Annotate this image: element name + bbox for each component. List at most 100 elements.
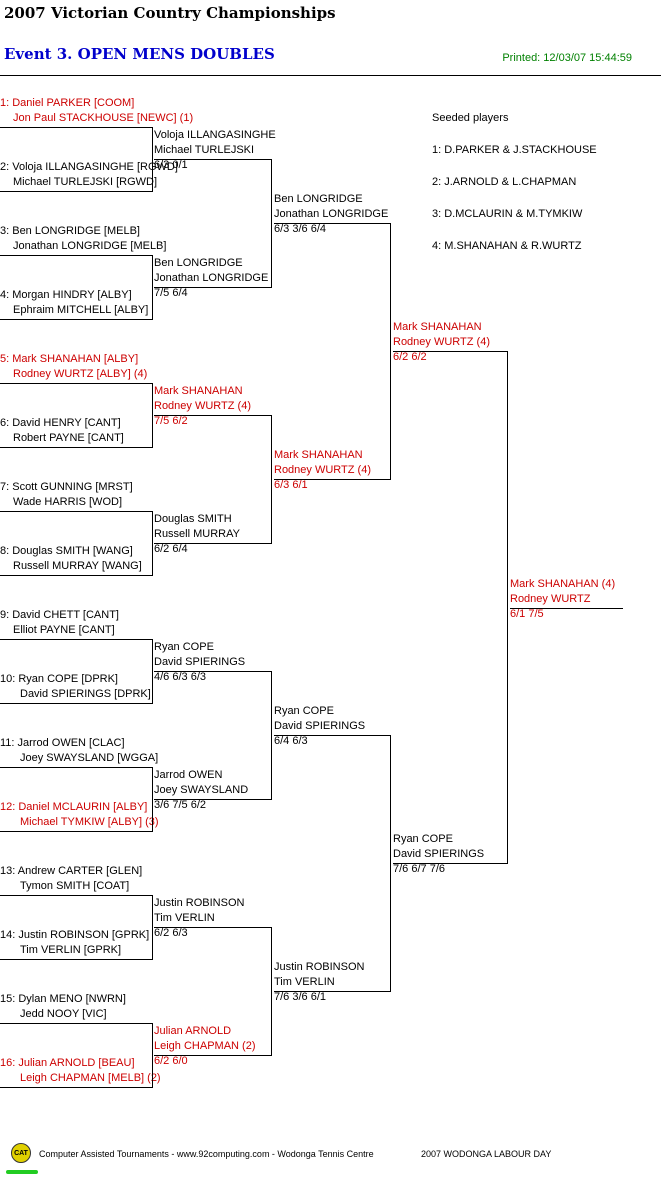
round2-entry: Ryan COPE: [154, 641, 214, 653]
logo-underline: [6, 1170, 38, 1174]
bracket-line: [154, 287, 271, 288]
round3-entry: David SPIERINGS: [274, 720, 366, 732]
bracket-connector: [152, 895, 153, 960]
cat-logo: CAT: [11, 1143, 31, 1163]
round2-score: 6/2 6/3: [154, 927, 188, 939]
round2-entry: Tim VERLIN: [154, 912, 215, 924]
bracket-connector: [152, 127, 153, 192]
round4-entry: Ryan COPE: [393, 833, 453, 845]
round1-entry: 7: Scott GUNNING [MRST]: [0, 481, 133, 493]
round2-score: 4/6 6/3 6/3: [154, 671, 206, 683]
bracket-line: [0, 319, 152, 320]
round1-entry: Ephraim MITCHELL [ALBY]: [13, 304, 149, 316]
round2-entry: Jarrod OWEN: [154, 769, 223, 781]
round1-entry: 4: Morgan HINDRY [ALBY]: [0, 289, 132, 301]
round2-entry: Douglas SMITH: [154, 513, 232, 525]
bracket-line: [274, 223, 390, 224]
footer-credit: Computer Assisted Tournaments - www.92co…: [39, 1149, 374, 1159]
round1-entry: Tymon SMITH [COAT]: [20, 880, 130, 892]
header-divider: [0, 75, 661, 76]
round1-entry: 3: Ben LONGRIDGE [MELB]: [0, 225, 140, 237]
round4-entry: David SPIERINGS: [393, 848, 485, 860]
bracket-line: [0, 639, 152, 640]
round4-entry: Rodney WURTZ (4): [393, 336, 490, 348]
bracket-connector: [152, 511, 153, 576]
bracket-connector: [152, 383, 153, 448]
round1-entry: Russell MURRAY [WANG]: [13, 560, 142, 572]
round1-entry: Michael TYMKIW [ALBY] (3): [20, 816, 159, 828]
bracket-connector: [271, 671, 272, 800]
round1-entry: 14: Justin ROBINSON [GPRK]: [0, 929, 150, 941]
seeded-item: 2: J.ARNOLD & L.CHAPMAN: [432, 176, 577, 188]
bracket-line: [154, 543, 271, 544]
bracket-connector: [271, 159, 272, 288]
bracket-line: [154, 415, 271, 416]
round2-entry: Ben LONGRIDGE: [154, 257, 243, 269]
round4-entry: Mark SHANAHAN: [393, 321, 482, 333]
seeded-heading: Seeded players: [432, 112, 509, 124]
bracket-connector: [507, 351, 508, 864]
round1-entry: Rodney WURTZ [ALBY] (4): [13, 368, 148, 380]
bracket-line: [0, 831, 152, 832]
bracket-line: [0, 767, 152, 768]
bracket-line: [0, 447, 152, 448]
round1-entry: Tim VERLIN [GPRK]: [20, 944, 122, 956]
round1-entry: 6: David HENRY [CANT]: [0, 417, 121, 429]
round2-score: 3/6 7/5 6/2: [154, 799, 206, 811]
bracket-line: [393, 863, 507, 864]
final-entry: Mark SHANAHAN (4): [510, 578, 616, 590]
round2-score: 6/2 6/0: [154, 1055, 188, 1067]
bracket-line: [0, 255, 152, 256]
round3-score: 7/6 3/6 6/1: [274, 991, 326, 1003]
round3-score: 6/3 3/6 6/4: [274, 223, 326, 235]
bracket-line: [393, 351, 507, 352]
round2-entry: Jonathan LONGRIDGE: [154, 272, 269, 284]
bracket-line: [274, 735, 390, 736]
bracket-line: [0, 511, 152, 512]
bracket-connector: [152, 767, 153, 832]
bracket-line: [154, 671, 271, 672]
round1-entry: 8: Douglas SMITH [WANG]: [0, 545, 133, 557]
round1-entry: Wade HARRIS [WOD]: [13, 496, 122, 508]
round2-entry: Joey SWAYSLAND: [154, 784, 249, 796]
bracket-connector: [152, 255, 153, 320]
round1-entry: Joey SWAYSLAND [WGGA]: [20, 752, 159, 764]
final-entry: Rodney WURTZ: [510, 593, 591, 605]
round2-entry: Justin ROBINSON: [154, 897, 245, 909]
round3-entry: Jonathan LONGRIDGE: [274, 208, 389, 220]
bracket-connector: [390, 735, 391, 992]
bracket-line: [154, 159, 271, 160]
bracket-line: [154, 1055, 271, 1056]
round3-entry: Mark SHANAHAN: [274, 449, 363, 461]
round1-entry: Elliot PAYNE [CANT]: [13, 624, 115, 636]
round1-entry: 15: Dylan MENO [NWRN]: [0, 993, 126, 1005]
round1-entry: Michael TURLEJSKI [RGWD]: [13, 176, 158, 188]
bracket-line: [510, 608, 623, 609]
round1-entry: 16: Julian ARNOLD [BEAU]: [0, 1057, 135, 1069]
round1-entry: 5: Mark SHANAHAN [ALBY]: [0, 353, 139, 365]
round2-score: 6/3 0/1: [154, 159, 188, 171]
round3-entry: Ryan COPE: [274, 705, 334, 717]
bracket-line: [154, 927, 271, 928]
round1-entry: 2: Voloja ILLANGASINGHE [RGWD]: [0, 161, 178, 173]
bracket-connector: [271, 415, 272, 544]
round2-entry: Voloja ILLANGASINGHE: [154, 129, 276, 141]
round3-entry: Justin ROBINSON: [274, 961, 365, 973]
round2-entry: Michael TURLEJSKI: [154, 144, 255, 156]
round3-score: 6/4 6/3: [274, 735, 308, 747]
round2-entry: Mark SHANAHAN: [154, 385, 243, 397]
bracket-line: [274, 479, 390, 480]
round1-entry: Robert PAYNE [CANT]: [13, 432, 124, 444]
round1-entry: 11: Jarrod OWEN [CLAC]: [0, 737, 125, 749]
bracket-line: [154, 799, 271, 800]
round3-score: 6/3 6/1: [274, 479, 308, 491]
seeded-item: 1: D.PARKER & J.STACKHOUSE: [432, 144, 597, 156]
seeded-item: 3: D.MCLAURIN & M.TYMKIW: [432, 208, 583, 220]
event-title: Event 3. OPEN MENS DOUBLES: [4, 45, 275, 63]
round1-entry: David SPIERINGS [DPRK]: [20, 688, 151, 700]
bracket-line: [0, 191, 152, 192]
round1-entry: Jonathan LONGRIDGE [MELB]: [13, 240, 167, 252]
bracket-connector: [152, 639, 153, 704]
round2-score: 6/2 6/4: [154, 543, 188, 555]
round1-entry: 13: Andrew CARTER [GLEN]: [0, 865, 143, 877]
